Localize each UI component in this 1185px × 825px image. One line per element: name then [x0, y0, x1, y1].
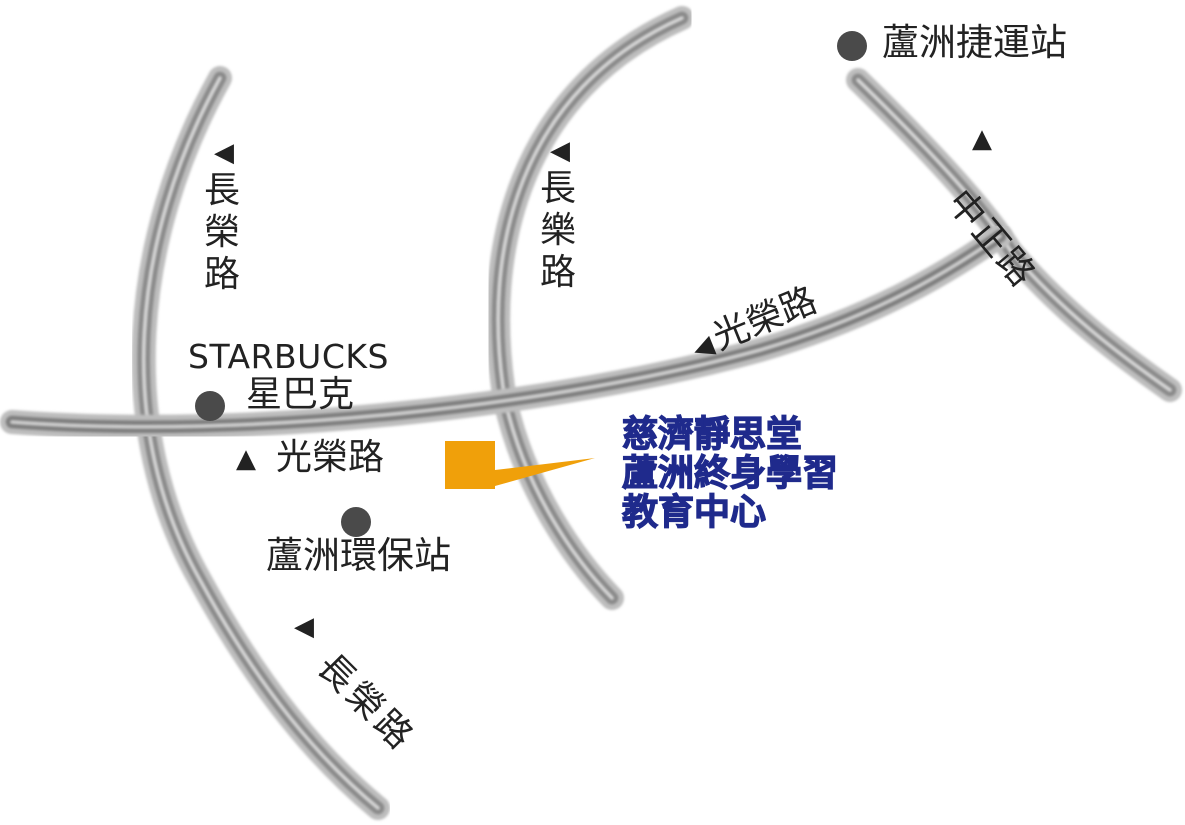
road-changrong — [131, 66, 390, 820]
road-zhongzheng — [846, 68, 1182, 402]
starbucks-zh-label: 星巴克 — [246, 374, 355, 415]
recycle-station-label: 蘆洲環保站 — [266, 534, 451, 577]
dot-icon — [341, 507, 371, 537]
triangle-icon: ◀ — [214, 138, 234, 168]
starbucks-en-label: STARBUCKS — [188, 337, 389, 376]
destination-line-3: 教育中心 — [621, 492, 767, 533]
triangle-icon: ◀ — [550, 136, 570, 166]
dot-icon — [195, 391, 225, 421]
triangle-icon: ▲ — [972, 124, 992, 154]
road-guangrong — [0, 224, 1012, 439]
dot-icon — [837, 31, 867, 61]
triangle-icon: ◀ — [294, 612, 314, 642]
road-label-changle: 長樂路 — [539, 168, 576, 293]
mrt-station-label: 蘆洲捷運站 — [882, 21, 1067, 64]
destination-line-2: 蘆洲終身學習 — [621, 453, 839, 494]
destination-line-1: 慈濟靜思堂 — [621, 414, 803, 455]
orange-marker-icon — [445, 441, 595, 489]
road-label-changrong-upper: 長榮路 — [203, 170, 240, 295]
triangle-icon: ▲ — [236, 444, 256, 474]
road-changle — [486, 6, 694, 610]
road-label-guangrong-left: 光榮路 — [276, 437, 385, 478]
